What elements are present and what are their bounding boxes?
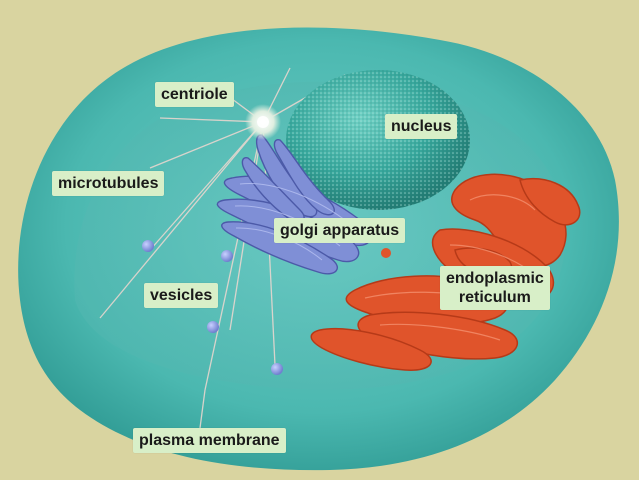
- centriole-core: [257, 116, 269, 128]
- vesicle: [271, 363, 283, 375]
- plasma-membrane-pointer: [199, 389, 206, 429]
- microtubules-label-text: microtubules: [58, 175, 159, 192]
- vesicles-label: vesicles: [144, 283, 219, 308]
- vesicle: [142, 240, 154, 252]
- golgi-apparatus-label: golgi apparatus: [274, 218, 406, 243]
- nucleus-label-text: nucleus: [391, 118, 452, 135]
- endoplasmic-reticulum-label: endoplasmic reticulum: [440, 266, 550, 310]
- centriole-label: centriole: [155, 82, 234, 107]
- endoplasmic-label-line1: endoplasmic: [446, 270, 544, 287]
- plasma-membrane-label-text: plasma membrane: [139, 432, 280, 449]
- golgi-vesicle: [381, 248, 391, 258]
- vesicle: [221, 250, 233, 262]
- centriole-label-text: centriole: [161, 86, 228, 103]
- nucleus-label: nucleus: [385, 114, 458, 139]
- nucleus-texture: [286, 70, 470, 210]
- vesicles-label-text: vesicles: [150, 287, 213, 304]
- golgi-apparatus-label-text: golgi apparatus: [280, 222, 400, 239]
- endoplasmic-label-line2: reticulum: [458, 289, 531, 306]
- microtubules-label: microtubules: [52, 171, 165, 196]
- plasma-membrane-label: plasma membrane: [133, 428, 286, 453]
- vesicle: [207, 321, 219, 333]
